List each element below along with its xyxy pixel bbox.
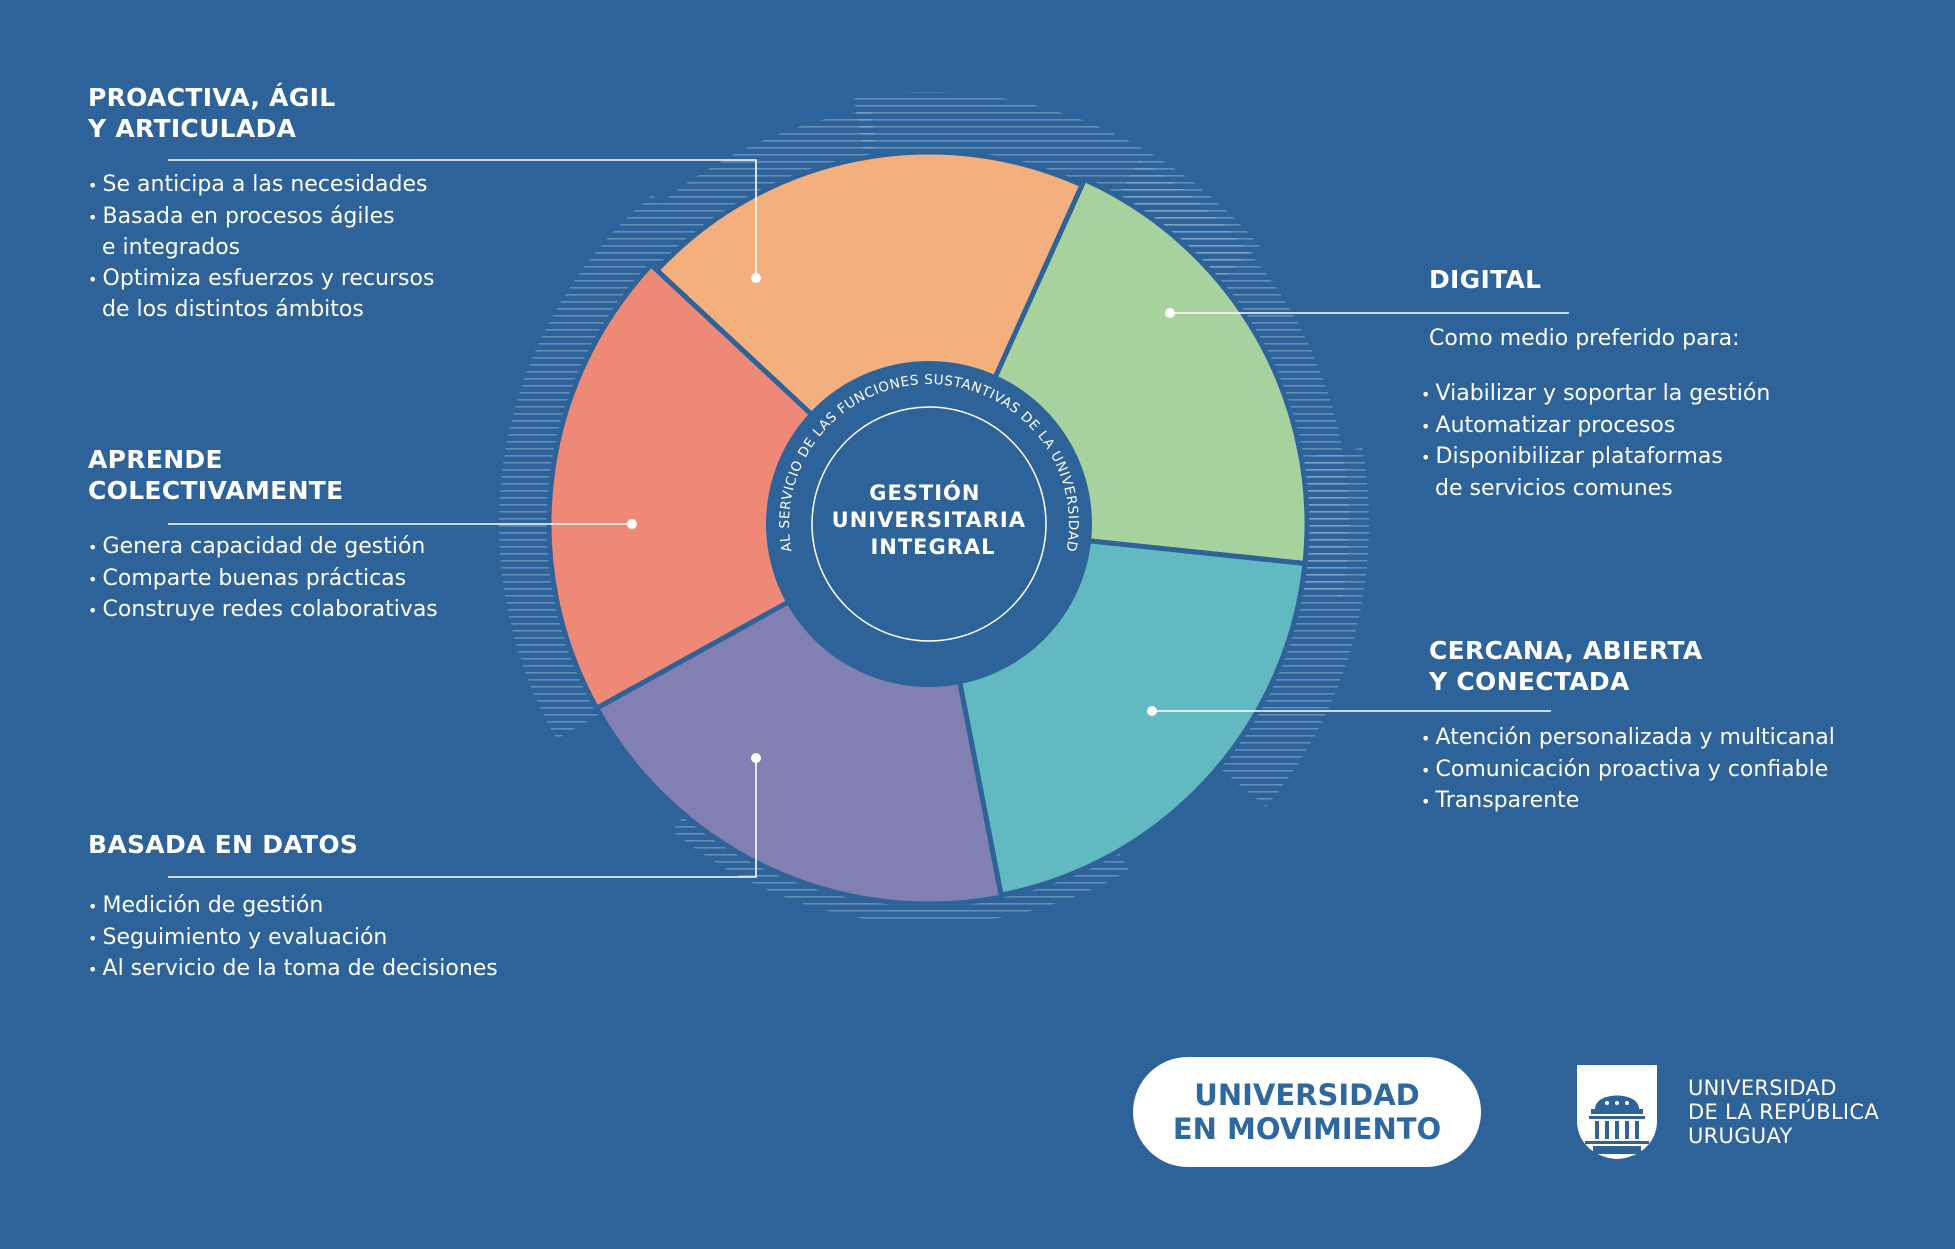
center-title: GESTIÓN UNIVERSITARIA INTEGRAL xyxy=(832,480,1035,559)
inner-ring xyxy=(811,406,1047,642)
connector-dot xyxy=(1147,706,1157,716)
bullet-list: Se anticipa a las necesidades Basada en … xyxy=(88,170,434,326)
institution-name: UNIVERSIDAD DE LA REPÚBLICA URUGUAY xyxy=(1688,1076,1880,1148)
connector-dot xyxy=(1165,308,1175,318)
connector-lines xyxy=(168,159,1569,878)
universidad-en-movimiento-badge: UNIVERSIDAD EN MOVIMIENTO xyxy=(1133,1057,1481,1167)
block-title: BASADA EN DATOS xyxy=(88,830,359,859)
university-building-shield-icon xyxy=(1577,1065,1657,1159)
connector-dot xyxy=(751,273,761,283)
segment-aprende xyxy=(546,261,934,712)
bullet-list: Medición de gestión Seguimiento y evalua… xyxy=(88,891,498,986)
block-title: DIGITAL xyxy=(1429,265,1542,294)
segment-proactiva xyxy=(653,149,1086,529)
connector-line xyxy=(168,159,757,278)
bullet-list: Atención personalizada y multicanal Comu… xyxy=(1421,723,1835,818)
bullet-list: Genera capacidad de gestión Comparte bue… xyxy=(88,532,438,627)
connector-dot xyxy=(627,519,637,529)
center-disc xyxy=(766,361,1092,687)
connector-dot xyxy=(751,753,761,763)
connector-line xyxy=(168,758,757,878)
bullet-list: Viabilizar y soportar la gestión Automat… xyxy=(1421,379,1770,504)
block-digital: DIGITAL Como medio preferido para: Viabi… xyxy=(1429,264,1770,504)
block-datos: BASADA EN DATOS Medición de gestión Segu… xyxy=(88,829,498,986)
block-intro: Como medio preferido para: xyxy=(1429,326,1740,351)
